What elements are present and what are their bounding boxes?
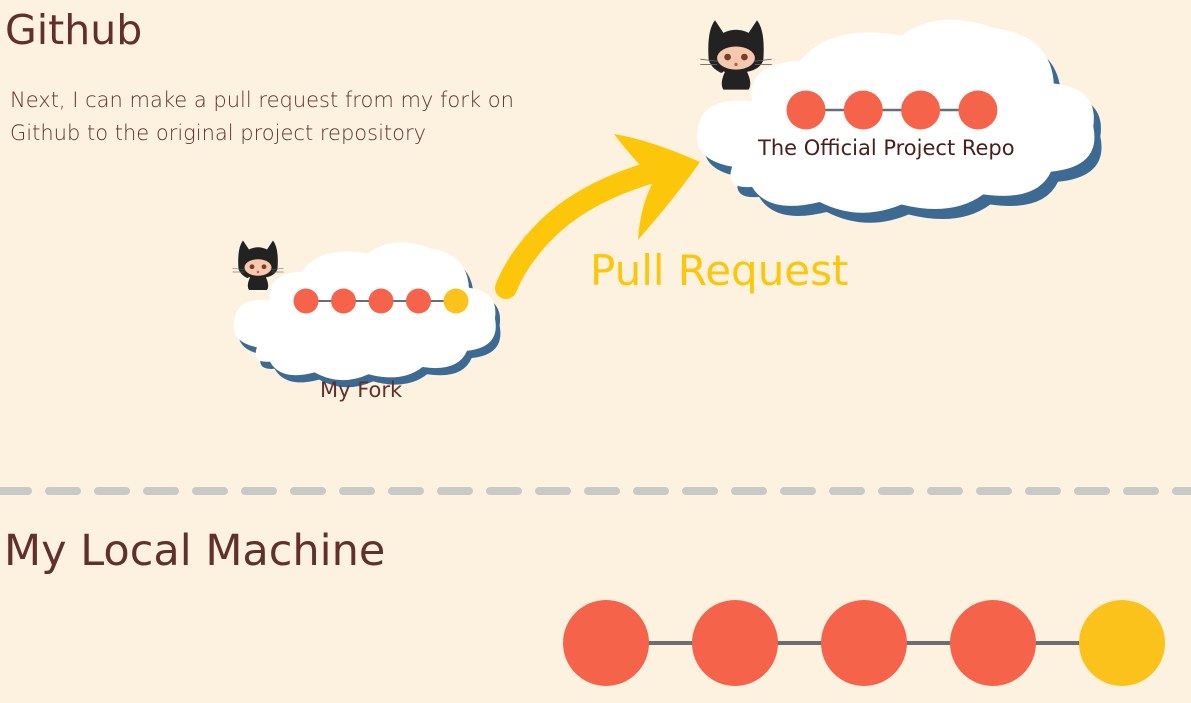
local-commit-5 xyxy=(1079,600,1165,686)
local-commit-3 xyxy=(821,600,907,686)
fork-commit-1 xyxy=(293,288,319,314)
intro-text: Next, I can make a pull request from my … xyxy=(10,88,514,145)
fork-commit-5 xyxy=(443,288,469,314)
github-heading: Github xyxy=(5,6,143,54)
local-commit-2 xyxy=(692,600,778,686)
official-repo-commit-4 xyxy=(958,90,998,130)
fork-commit-4 xyxy=(406,288,431,314)
local-commit-chain xyxy=(563,600,1165,686)
local-commit-1 xyxy=(563,600,649,686)
official-repo-label: The Official Project Repo xyxy=(758,136,1015,160)
curved-arrow-icon xyxy=(495,134,700,299)
fork-label: My Fork xyxy=(320,378,403,402)
official-repo-commit-2 xyxy=(843,90,883,130)
local-machine-heading: My Local Machine xyxy=(4,526,386,576)
official-repo-commit-1 xyxy=(786,90,826,130)
official-repo-commit-3 xyxy=(901,90,941,130)
fork-commit-2 xyxy=(331,288,356,314)
pull-request-label: Pull Request xyxy=(590,246,849,295)
local-commit-4 xyxy=(950,600,1036,686)
fork-commit-chain xyxy=(293,288,469,314)
official-repo-commit-chain xyxy=(786,90,998,130)
fork-commit-3 xyxy=(368,288,394,314)
